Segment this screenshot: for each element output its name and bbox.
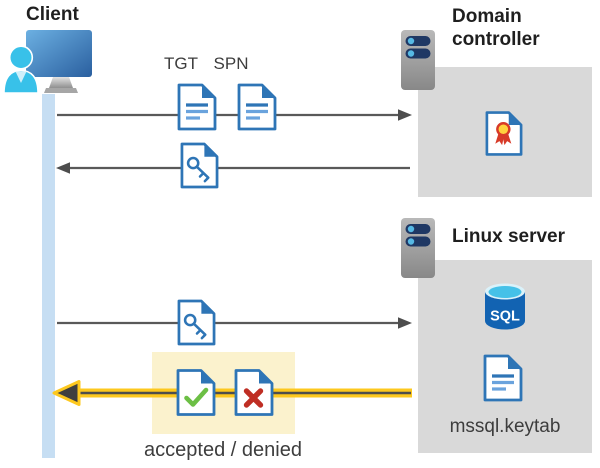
server-tower-icon [400,217,436,279]
keytab-document-icon [483,354,523,402]
cross-document-icon [234,368,274,417]
spn-label: SPN [213,54,249,73]
keytab-file-label: mssql.keytab [449,416,561,437]
client-timeline [42,94,55,458]
arrowhead-right-icon [398,109,412,121]
arrowhead-left-icon [56,162,70,174]
ticket-response-arrow [56,162,410,174]
request-ticket-arrow [57,109,412,121]
person-at-monitor-icon [3,30,92,94]
tgt-label: TGT [164,54,198,73]
tgt-document-icon [177,83,217,131]
arrowhead-right-icon [398,317,412,329]
domain-controller-title: Domain controller [452,6,540,50]
key-document-icon [180,142,219,189]
certificate-document-icon [485,110,523,157]
result-label: accepted / denied [144,439,302,461]
present-ticket-arrow [57,317,412,329]
check-document-icon [176,368,216,417]
spn-document-icon [237,83,277,131]
key-document-icon [177,299,216,346]
linux-server-title: Linux server [452,226,565,247]
client-title: Client [26,4,79,25]
sql-badge-text: SQL [490,309,520,325]
server-tower-icon [400,29,436,91]
arrowhead-left-yellow-icon [52,380,81,406]
sql-database-icon: SQL [485,283,525,330]
